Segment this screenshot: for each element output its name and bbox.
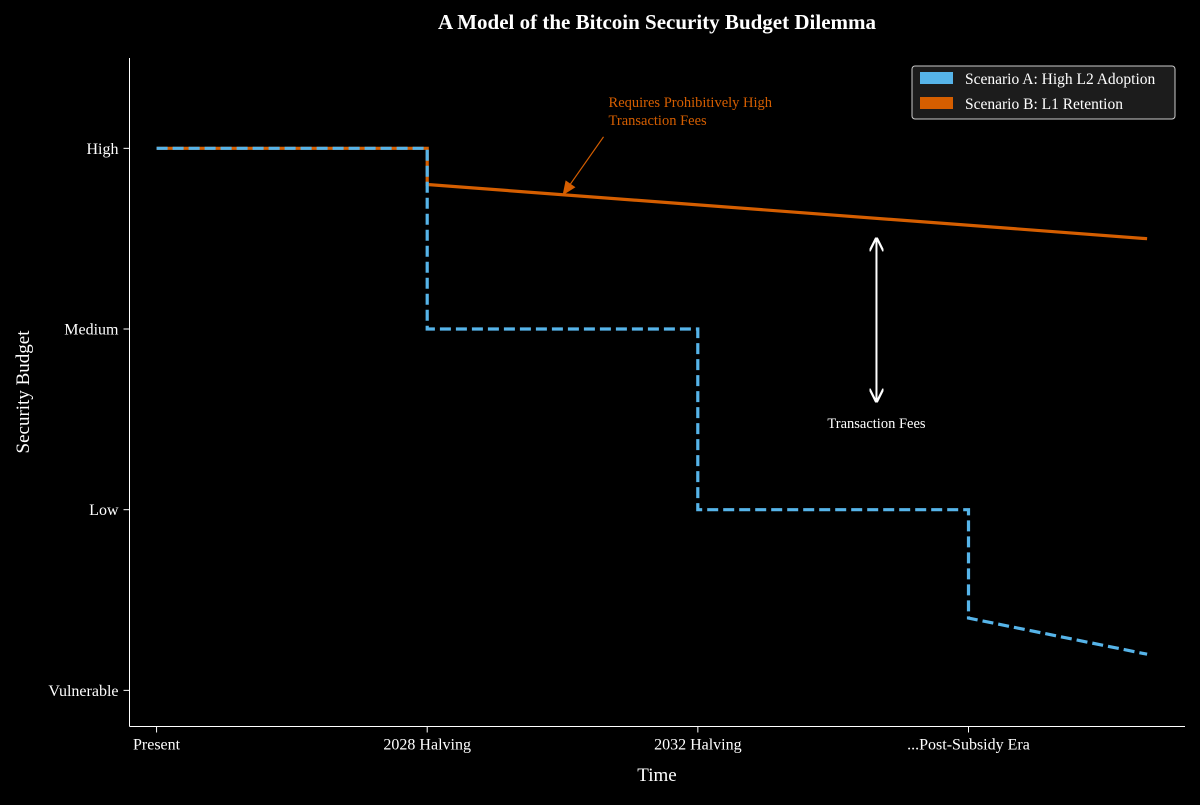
annotation-fee-gap-text: Transaction Fees [827,416,925,432]
x-ticks: Present 2028 Halving 2032 Halving ...Post-S… [133,726,1030,754]
legend-swatch-scenario-a [920,72,953,84]
y-axis-label: Security Budget [13,330,34,454]
annotation-fees-text: Requires Prohibitively High [609,95,773,111]
annotation-fees-arrow-head [562,180,576,196]
y-tick-label: Vulnerable [48,683,118,700]
legend-swatch-scenario-b [920,97,953,109]
y-ticks: Vulnerable Low Medium High [48,141,130,700]
legend-box [911,65,1176,120]
x-tick-label: Present [133,737,181,754]
legend: Scenario A: High L2 Adoption Scenario B:… [911,65,1176,120]
y-tick-label: High [87,141,119,158]
y-tick-label: Low [89,502,119,519]
chart-title: A Model of the Bitcoin Security Budget D… [438,10,877,34]
x-axis-label: Time [637,765,676,786]
series-layer [156,146,1148,656]
legend-label-scenario-b: Scenario B: L1 Retention [965,96,1123,113]
annotation-fees-text: Transaction Fees [609,113,707,129]
x-tick-label: 2032 Halving [654,737,742,754]
legend-label-scenario-a: Scenario A: High L2 Adoption [965,71,1156,88]
y-tick-label: Medium [64,322,119,339]
x-tick-label: 2028 Halving [383,737,471,754]
x-tick-label: ...Post-Subsidy Era [907,737,1030,754]
